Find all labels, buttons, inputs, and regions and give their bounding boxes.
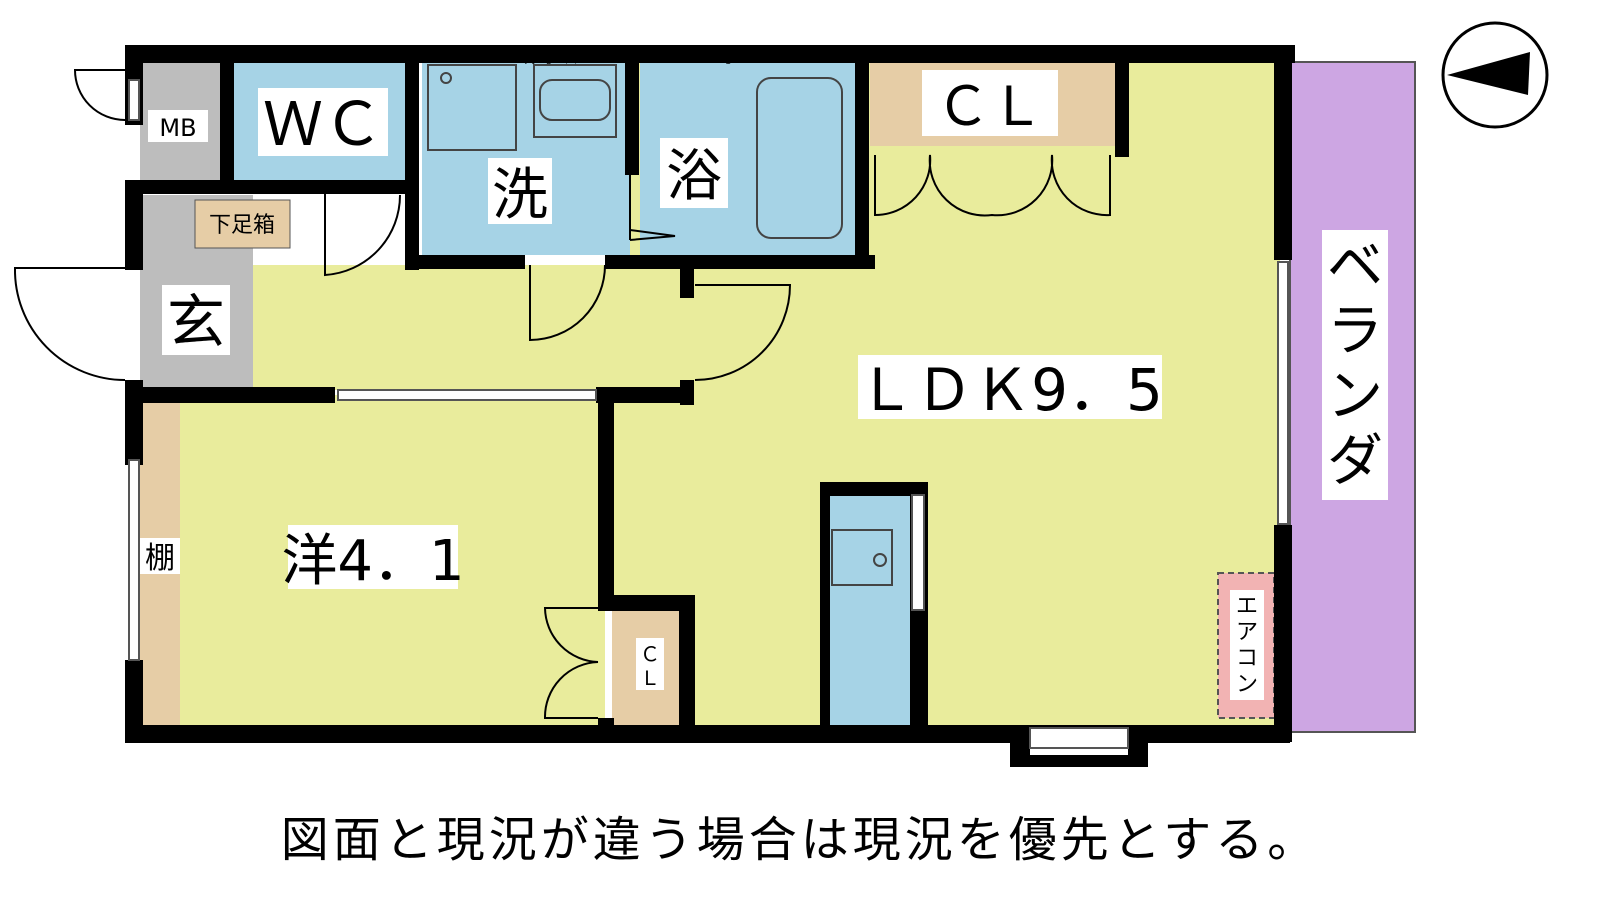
wc-label: ＷＣ [263, 90, 383, 160]
wash-basin [533, 64, 617, 138]
aircon-label-4: ン [1236, 672, 1258, 697]
compass-icon [1441, 21, 1549, 129]
washing-machine [427, 64, 517, 151]
disclaimer-notice: 図面と現況が違う場合は現況を優先とする。 [280, 812, 1320, 868]
entrance-label: 玄 [167, 288, 225, 356]
veranda-label-3: ン [1327, 364, 1383, 429]
ldk-label: ＬＤＫ9．5 [857, 356, 1163, 424]
washroom-label: 洗 [492, 163, 548, 228]
washer-tap [440, 72, 452, 84]
veranda-label-1: ベ [1327, 234, 1383, 299]
shoe-box-area [194, 199, 291, 249]
copyright-text: Copyright(c) Kumanomi Fudousan All right… [510, 52, 799, 65]
closet-top-label: ＣＬ [936, 75, 1044, 138]
closet-small-label-l: Ｌ [640, 666, 660, 690]
aircon-label-1: エ [1236, 594, 1258, 619]
walls [125, 45, 1295, 767]
bath-label: 浴 [666, 144, 722, 209]
bathtub [756, 77, 843, 239]
veranda-label-4: ダ [1327, 429, 1383, 494]
shoe-box-label: 下足箱 [209, 213, 275, 238]
closet-small-label-c: Ｃ [640, 642, 660, 666]
aircon-label-3: コ [1236, 646, 1258, 671]
western-room-label: 洋4．1 [281, 529, 464, 594]
windows [128, 79, 1289, 749]
door-swings [13, 69, 1111, 719]
shelf-label: 棚 [145, 541, 175, 576]
aircon-label-2: ア [1236, 620, 1258, 645]
veranda-label-2: ラ [1327, 299, 1383, 364]
sink-drain [873, 553, 887, 567]
mb-label: MB [159, 114, 196, 142]
kitchen-counter [824, 489, 916, 731]
sink [831, 529, 893, 586]
basin-bowl [539, 79, 611, 121]
